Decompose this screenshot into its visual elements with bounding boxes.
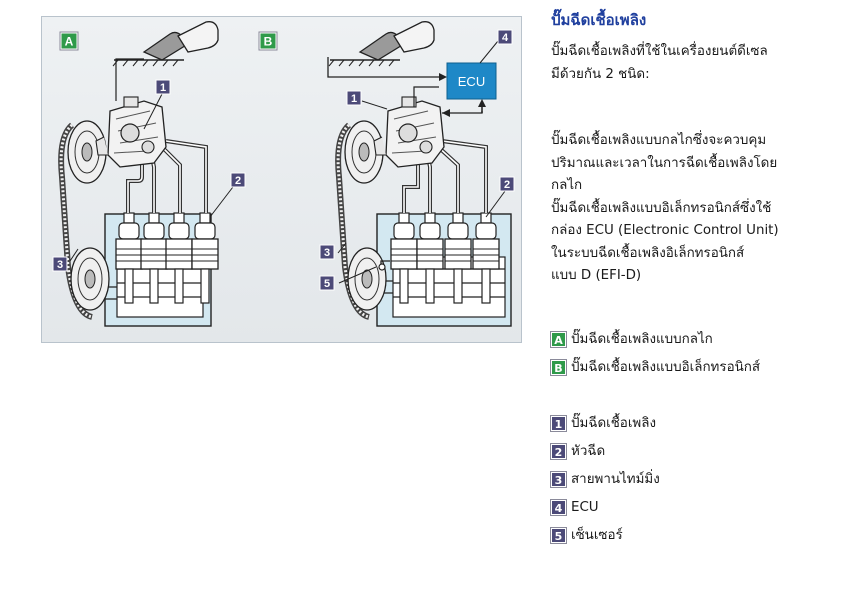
- legend-label: ปั๊มฉีดเชื้อเพลิง: [571, 415, 656, 431]
- svg-text:A: A: [65, 35, 74, 49]
- legend-item: 2 หัวฉีด: [550, 438, 851, 466]
- panel-legend: A ปั๊มฉีดเชื้อเพลิงแบบกลไก B ปั๊มฉีดเชื้…: [550, 326, 851, 382]
- panel-a-tag: A: [59, 31, 79, 51]
- legend-item: 4 ECU: [550, 494, 851, 522]
- legend-number: 3: [550, 471, 567, 488]
- figure-canvas: ECU A: [52, 20, 515, 327]
- legend-label: เซ็นเซอร์: [571, 527, 623, 543]
- svg-text:1: 1: [351, 93, 357, 105]
- svg-text:4: 4: [502, 32, 509, 44]
- callout-leaders: [69, 40, 509, 284]
- callout-b3: 3: [319, 244, 335, 260]
- svg-text:2: 2: [235, 175, 241, 187]
- svg-text:3: 3: [57, 259, 63, 271]
- ecu-box: [446, 62, 497, 100]
- type-line: แบบ D (EFI-D): [551, 268, 642, 283]
- type-line: ปริมาณและเวลาในการฉีดเชื้อเพลิงโดย: [551, 155, 778, 171]
- legend-number: 5: [550, 527, 567, 544]
- svg-text:3: 3: [324, 247, 330, 259]
- legend-tag: B: [550, 359, 567, 376]
- callout-b5: 5: [319, 275, 335, 291]
- legend-item: 3 สายพานไทม์มิ่ง: [550, 466, 851, 494]
- legend-item: B ปั๊มฉีดเชื้อเพลิงแบบอิเล็กทรอนิกส์: [550, 354, 851, 382]
- legend-item: 1 ปั๊มฉีดเชื้อเพลิง: [550, 410, 851, 438]
- intro-line: มีด้วยกัน 2 ชนิด:: [551, 66, 650, 82]
- intro-line: ปั๊มฉีดเชื้อเพลิงที่ใช้ในเครื่องยนต์ดีเซ…: [551, 44, 768, 59]
- part-legend: 1 ปั๊มฉีดเชื้อเพลิง 2 หัวฉีด 3 สายพานไทม…: [550, 410, 851, 550]
- type-line: ปั๊มฉีดเชื้อเพลิงแบบอิเล็กทรอนิกส์ซึ่งใช…: [551, 200, 772, 216]
- intro-paragraph: ปั๊มฉีดเชื้อเพลิงที่ใช้ในเครื่องยนต์ดีเซ…: [551, 41, 851, 86]
- legend-label: หัวฉีด: [571, 443, 606, 459]
- callout-b4: 4: [497, 29, 513, 45]
- svg-text:B: B: [264, 35, 273, 49]
- diesel-pump-figure: ECU A: [41, 16, 522, 343]
- pump-types-paragraph: ปั๊มฉีดเชื้อเพลิงแบบกลไกซึ่งจะควบคุม ปริ…: [551, 130, 851, 288]
- description-column: ปั๊มฉีดเชื้อเพลิง ปั๊มฉีดเชื้อเพลิงที่ใช…: [550, 10, 851, 550]
- type-line: ปั๊มฉีดเชื้อเพลิงแบบกลไกซึ่งจะควบคุม: [551, 133, 767, 148]
- callout-b1: 1: [346, 90, 362, 106]
- panel-a-diagram: [58, 20, 219, 327]
- panel-b-diagram: ECU: [327, 20, 512, 327]
- callout-a2: 2: [230, 172, 246, 188]
- legend-number: 2: [550, 443, 567, 460]
- callout-a1: 1: [155, 79, 171, 95]
- legend-label: ECU: [571, 499, 599, 515]
- ecu-label: ECU: [458, 74, 485, 89]
- svg-text:2: 2: [504, 179, 510, 191]
- type-line: ในระบบฉีดเชื้อเพลิงอิเล็กทรอนิกส์: [551, 245, 745, 261]
- legend-label: ปั๊มฉีดเชื้อเพลิงแบบอิเล็กทรอนิกส์: [571, 359, 761, 375]
- type-line: กลไก: [551, 178, 583, 193]
- svg-text:5: 5: [324, 278, 330, 290]
- legend-label: สายพานไทม์มิ่ง: [571, 471, 660, 487]
- legend-item: 5 เซ็นเซอร์: [550, 522, 851, 550]
- callout-b2: 2: [499, 176, 515, 192]
- page-title: ปั๊มฉีดเชื้อเพลิง: [551, 11, 647, 29]
- legend-item: A ปั๊มฉีดเชื้อเพลิงแบบกลไก: [550, 326, 851, 354]
- callout-a3: 3: [52, 256, 68, 272]
- type-line: กล่อง ECU (Electronic Control Unit): [551, 223, 779, 238]
- panel-b-tag: B: [258, 31, 278, 51]
- legend-label: ปั๊มฉีดเชื้อเพลิงแบบกลไก: [571, 331, 713, 347]
- legend-tag: A: [550, 331, 567, 348]
- svg-text:1: 1: [160, 82, 166, 94]
- legend-number: 1: [550, 415, 567, 432]
- legend-number: 4: [550, 499, 567, 516]
